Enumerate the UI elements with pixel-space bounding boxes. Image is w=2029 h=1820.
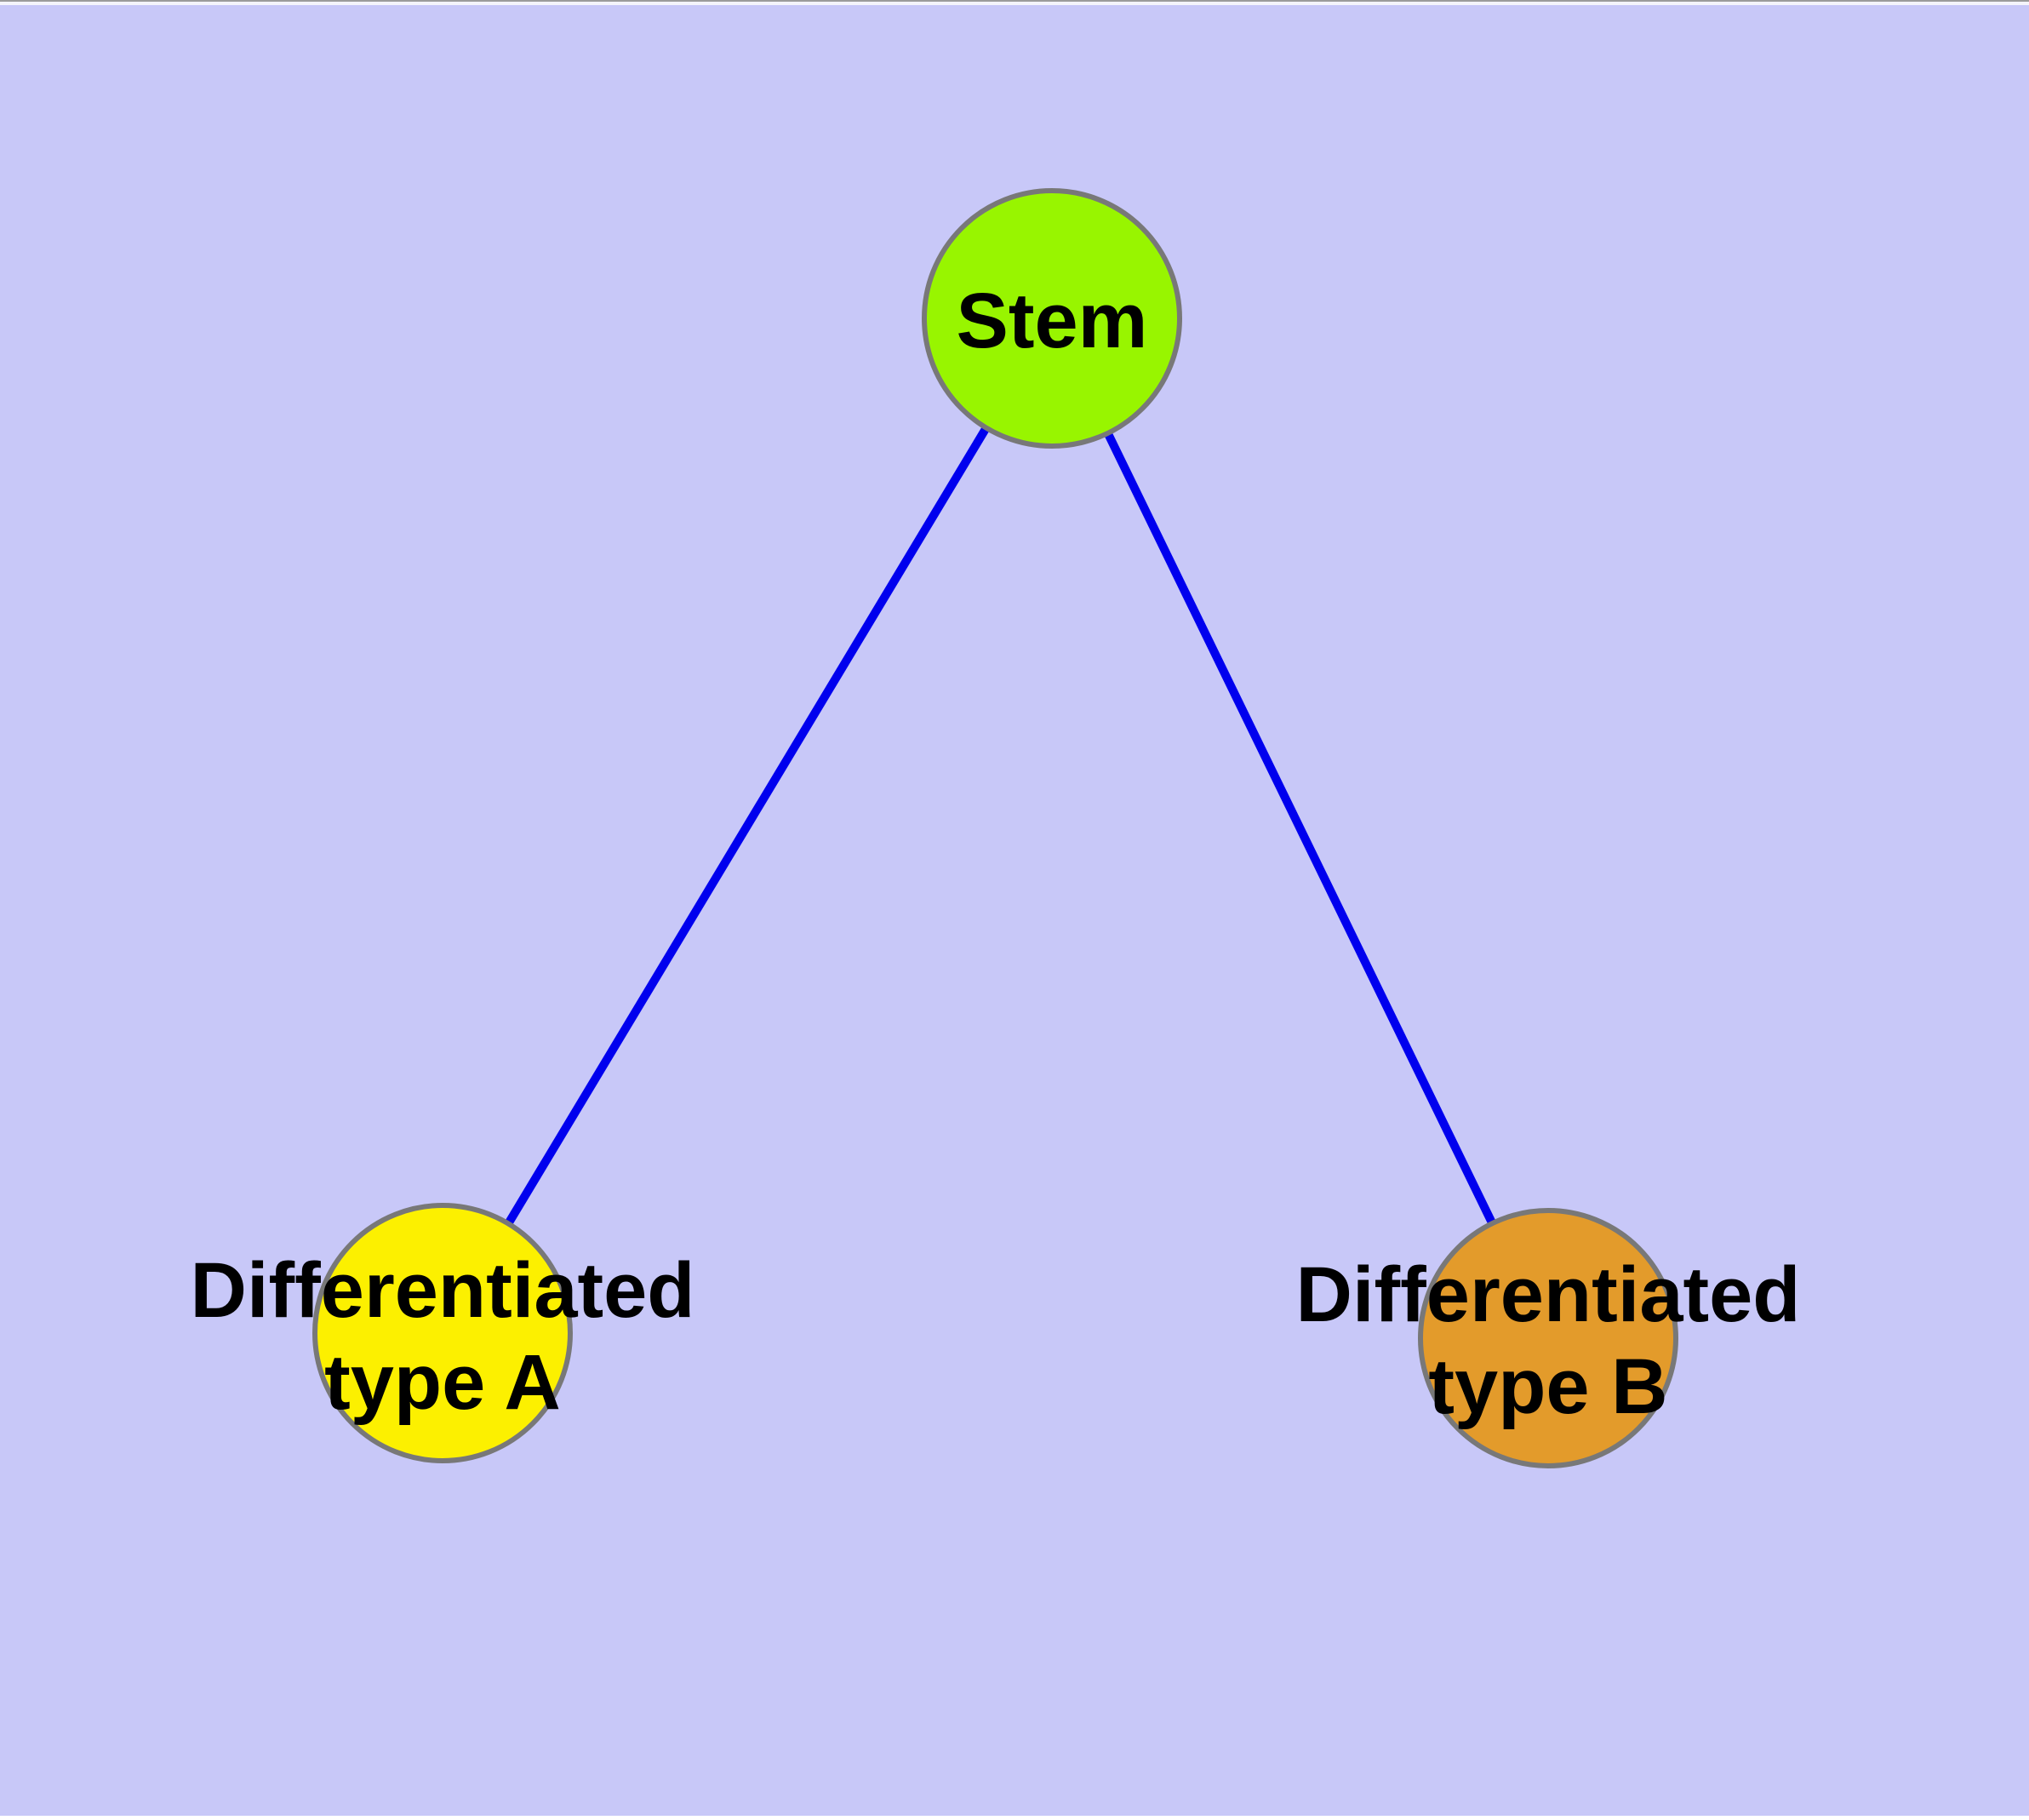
node-type-b-circle — [1418, 1208, 1678, 1468]
node-type-b-label-line1: Differentiated — [1296, 1251, 1801, 1338]
node-stem-circle — [922, 188, 1182, 449]
node-type-a-label-line2: type A — [324, 1339, 561, 1426]
window-top-edge-line — [0, 0, 2029, 2]
edge-stem-to-type-a — [438, 316, 1056, 1336]
window-bottom-band — [0, 1816, 2029, 1820]
edge-stem-to-type-b — [1048, 316, 1552, 1341]
node-type-b-label-line2: type B — [1428, 1343, 1667, 1430]
window-top-band — [0, 2, 2029, 5]
node-type-a-label-line1: Differentiated — [191, 1247, 695, 1334]
node-stem-label: Stem — [957, 278, 1148, 364]
node-type-a-circle — [312, 1203, 573, 1463]
